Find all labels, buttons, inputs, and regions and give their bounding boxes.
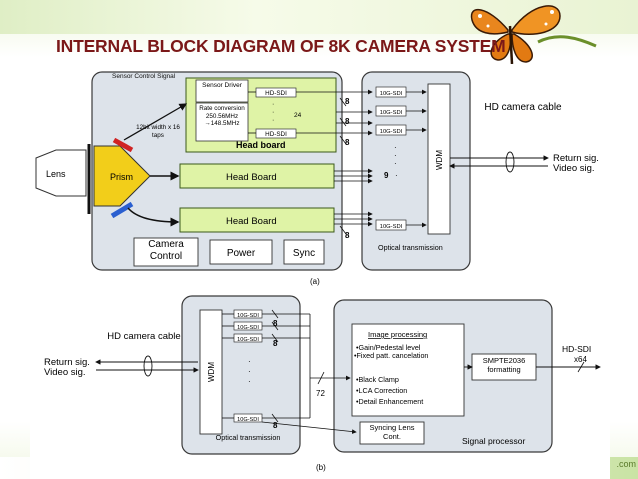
syncing-label: Syncing Lens Cont. [369, 423, 415, 441]
lens-shape [35, 149, 87, 197]
lane-label: 8 [273, 319, 278, 328]
lane-label: 8 [345, 138, 350, 147]
slide-title: INTERNAL BLOCK DIAGRAM OF 8K CAMERA SYST… [56, 36, 506, 56]
svg-text:·: · [272, 101, 274, 108]
lane-label: 9 [384, 171, 389, 180]
image-processing-box [351, 323, 465, 417]
wdm-label-a: WDM [435, 150, 444, 170]
wdm-box-a [427, 83, 451, 235]
hd-camera-cable-label-b: HD camera cable [107, 332, 181, 342]
image-processing-item: •Gain/Pedestal level [356, 343, 421, 352]
cable-icon [505, 151, 515, 173]
head-board-bottom [179, 207, 335, 233]
sensor-driver-box [195, 79, 249, 103]
sync-box [283, 239, 325, 265]
hd-camera-cable-label-a: HD camera cable [484, 102, 562, 113]
ten-g-sdi-label: 10G-SDI [380, 110, 403, 116]
hd-sdi-box-bottom [255, 128, 297, 139]
wdm-label-b: WDM [207, 362, 216, 382]
ten-g-sdi-label: 10G-SDI [380, 91, 403, 97]
bit-width-label: 12bit width x 16 taps [136, 124, 180, 139]
hd-sdi-out-label: HD-SDI [562, 344, 591, 354]
svg-text:·: · [272, 117, 274, 124]
head-board-bottom-label: Head Board [226, 216, 277, 227]
optical-panel-a [361, 71, 471, 271]
rate-conversion-box [195, 102, 249, 142]
lane-label: 8 [345, 97, 350, 106]
power-label: Power [227, 248, 256, 259]
ten-g-sdi-label: 10G-SDI [380, 129, 403, 135]
optical-transmission-label-b: Optical transmission [215, 434, 281, 442]
image-processing-title: Image processing [368, 330, 427, 339]
ten-g-sdi-label: 10G-SDI [237, 313, 259, 319]
cable-icon [143, 355, 153, 377]
lane-label: 8 [345, 117, 350, 126]
head-board-mid-label: Head Board [226, 172, 277, 183]
corner-text: .com [616, 459, 636, 469]
ten-g-sdi-label: 10G-SDI [237, 337, 259, 343]
image-processing-item: •Black Clamp [356, 375, 399, 384]
bus-72-label: 72 [316, 389, 325, 398]
svg-text:·: · [394, 143, 397, 152]
sensor-driver-label: Sensor Driver [202, 82, 242, 89]
svg-text:·: · [395, 171, 398, 180]
svg-text:·: · [248, 377, 251, 386]
caption-b: (b) [316, 463, 326, 472]
return-sig-label-b: Return sig. [44, 357, 90, 368]
camera-control-box [133, 237, 199, 267]
blue-filter-icon [110, 201, 134, 219]
smpte-box [471, 353, 537, 381]
rate-conversion-label: Rate conversion 250.56MHz →148.5MHz [199, 105, 245, 127]
wdm-box-b [199, 309, 223, 435]
head-board-top-label: Head board [236, 140, 286, 150]
image-processing-item: •LCA Correction [356, 386, 407, 395]
hd-sdi-label-bottom: HD-SDI [265, 131, 287, 138]
x64-label: x64 [574, 355, 587, 364]
hd-sdi-box-top [255, 87, 297, 98]
ten-g-sdi-label: 10G-SDI [237, 417, 259, 423]
smpte-label: SMPTE2036 formatting [482, 356, 526, 374]
video-sig-label-a: Video sig. [553, 163, 595, 174]
lane-label: 8 [273, 339, 278, 348]
return-sig-label-a: Return sig. [553, 153, 599, 164]
sync-label: Sync [293, 248, 315, 259]
red-filter-icon [112, 137, 134, 153]
image-processing-item: •Fixed patt. cancelation [354, 352, 429, 360]
caption-a: (a) [310, 277, 320, 286]
ten-g-sdi-label: 10G-SDI [380, 224, 403, 230]
signal-processor-label: Signal processor [462, 436, 525, 446]
lane-label: 8 [345, 231, 350, 240]
svg-text:·: · [272, 109, 274, 116]
syncing-box [359, 421, 425, 445]
svg-text:·: · [248, 367, 251, 376]
image-processing-item: •Detail Enhancement [356, 397, 423, 406]
svg-text:·: · [248, 357, 251, 366]
prism-shape [93, 145, 151, 207]
video-sig-label-b: Video sig. [44, 367, 86, 378]
channel-count: 24 [294, 112, 302, 119]
svg-text:·: · [394, 159, 397, 168]
head-board-mid [179, 163, 335, 189]
optical-transmission-label-a: Optical transmission [378, 243, 443, 252]
ten-g-sdi-label: 10G-SDI [237, 325, 259, 331]
prism-label: Prism [110, 172, 133, 182]
svg-text:·: · [394, 151, 397, 160]
camera-control-label: Camera Control [148, 239, 184, 262]
hd-sdi-label-top: HD-SDI [265, 90, 287, 97]
lens-label: Lens [46, 169, 66, 179]
lane-label: 8 [273, 421, 278, 430]
sensor-control-label: Sensor Control Signal [112, 73, 176, 80]
power-box [209, 239, 273, 265]
